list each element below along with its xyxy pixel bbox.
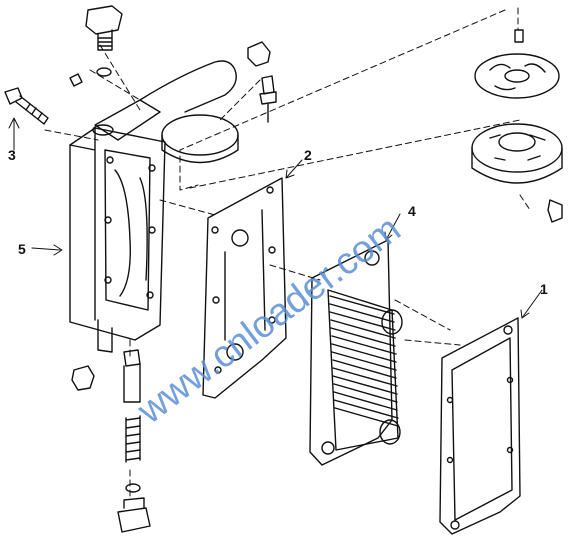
watermark-text: www.cnloader.com bbox=[129, 208, 408, 433]
relief-valve bbox=[117, 349, 151, 533]
washer bbox=[96, 67, 112, 77]
thermostat-bolt bbox=[547, 199, 563, 223]
assembly-guide-lines bbox=[44, 7, 531, 501]
leader-1 bbox=[521, 289, 543, 319]
leader-5 bbox=[31, 247, 61, 251]
core-gasket bbox=[439, 317, 521, 535]
housing-gasket bbox=[202, 177, 287, 399]
callout-leaders bbox=[8, 117, 543, 319]
leader-4 bbox=[385, 213, 401, 241]
thermostat-pin bbox=[514, 29, 524, 43]
callout-1: 1 bbox=[540, 281, 548, 297]
callout-2: 2 bbox=[304, 147, 312, 163]
top-bolt bbox=[85, 5, 123, 77]
oil-cooler-core bbox=[309, 239, 403, 466]
oil-cooler-housing bbox=[69, 127, 166, 391]
long-bolt bbox=[4, 73, 83, 125]
thermostat-flange bbox=[474, 53, 560, 99]
callout-labels: 3 5 2 4 1 bbox=[8, 147, 548, 297]
callout-4: 4 bbox=[408, 203, 416, 219]
callout-3: 3 bbox=[8, 147, 16, 163]
plug bbox=[247, 41, 277, 123]
thermostat-assembly bbox=[471, 29, 563, 223]
thermostat-body bbox=[471, 123, 563, 173]
leader-2 bbox=[285, 159, 303, 179]
callout-5: 5 bbox=[18, 241, 26, 257]
